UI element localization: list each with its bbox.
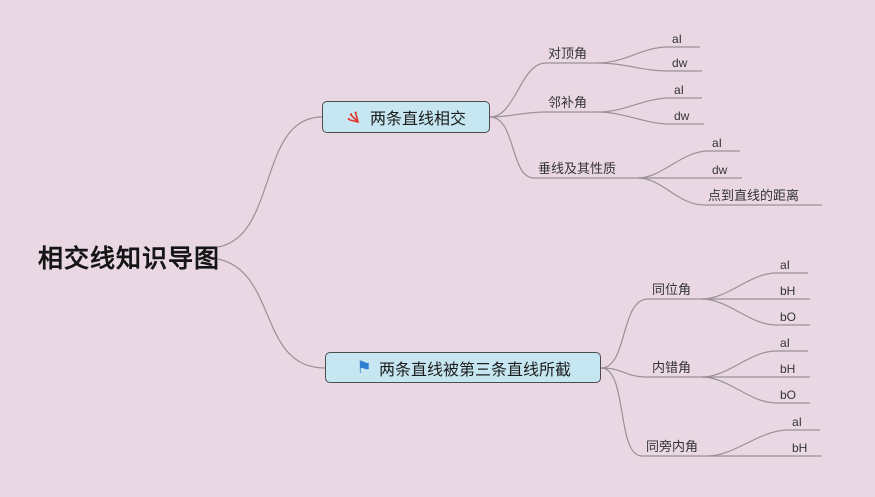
subtopic-vertical-angles[interactable]: 对顶角 — [548, 46, 588, 61]
connector — [637, 150, 740, 179]
leaf-item[interactable]: bH — [780, 284, 796, 298]
connector — [597, 97, 702, 113]
subtopic-perpendicular-lines[interactable]: 垂线及其性质 — [538, 161, 617, 176]
branch-node-transversal[interactable]: ⚑ 两条直线被第三条直线所截 — [325, 352, 601, 383]
connector — [701, 272, 808, 300]
connector — [600, 367, 708, 457]
leaf-item[interactable]: aI — [780, 336, 791, 350]
connector — [597, 111, 704, 125]
subtopic-adjacent-angles[interactable]: 邻补角 — [548, 95, 588, 110]
connector — [597, 46, 700, 64]
connector — [600, 298, 702, 369]
subtopic-alternate-interior-angles[interactable]: 内错角 — [652, 360, 692, 375]
leaf-item[interactable]: dw — [672, 56, 688, 70]
subtopic-corresponding-angles[interactable]: 同位角 — [652, 282, 692, 297]
connector — [489, 62, 598, 118]
connector — [597, 62, 702, 72]
connector — [701, 376, 810, 404]
subtopic-co-interior-angles[interactable]: 同旁内角 — [646, 439, 699, 454]
leaf-item[interactable]: bO — [780, 388, 797, 402]
connector — [707, 429, 820, 457]
spark-icon — [346, 108, 364, 126]
branch-label: 两条直线被第三条直线所截 — [378, 361, 571, 379]
connector — [217, 116, 323, 248]
leaf-item-distance-to-line[interactable]: 点到直线的距离 — [708, 188, 800, 203]
leaf-item[interactable]: bO — [780, 310, 797, 324]
leaf-item[interactable]: aI — [712, 136, 723, 150]
branch-label: 两条直线相交 — [369, 111, 466, 128]
connector — [600, 367, 702, 378]
leaf-item[interactable]: aI — [674, 83, 685, 97]
connector — [489, 111, 598, 118]
branch-node-intersecting-lines[interactable]: 两条直线相交 — [322, 101, 490, 133]
leaf-item[interactable]: aI — [672, 32, 683, 46]
leaf-item[interactable]: bH — [792, 441, 808, 455]
leaf-item[interactable]: bH — [780, 362, 796, 376]
leaf-item[interactable]: aI — [792, 415, 803, 429]
leaf-item[interactable]: dw — [674, 109, 690, 123]
connector — [637, 177, 822, 206]
connector — [701, 298, 810, 326]
connector — [217, 258, 326, 369]
leaf-item[interactable]: dw — [712, 163, 728, 177]
leaf-item[interactable]: aI — [780, 258, 791, 272]
connector — [489, 116, 638, 179]
root-topic[interactable]: 相交线知识导图 — [38, 245, 221, 273]
flag-icon: ⚑ — [356, 357, 372, 378]
connector — [701, 350, 808, 378]
